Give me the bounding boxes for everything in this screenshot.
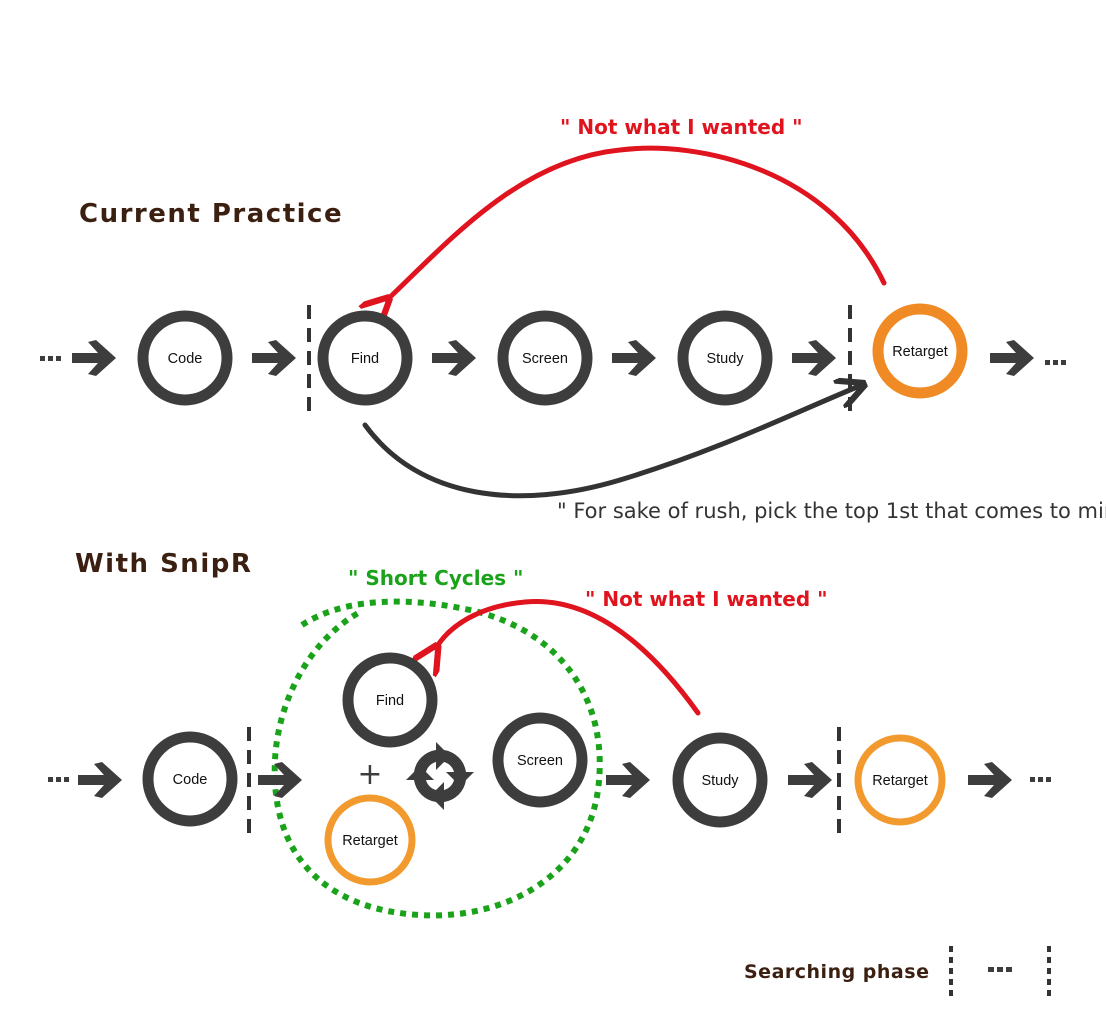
node-study-top: Study: [677, 310, 773, 406]
legend-label: Searching phase: [744, 961, 929, 983]
node-study-top-label: Study: [706, 351, 744, 367]
node-retarget-bottom: Retarget: [854, 734, 946, 826]
arrow-after-retarget-top: [990, 340, 1034, 376]
arrow-after-retarget-bottom: [968, 762, 1012, 798]
node-code-top-label: Code: [168, 351, 203, 367]
arrow-to-study-top: [612, 340, 656, 376]
cycle-icon: [406, 742, 474, 810]
node-code-bottom: Code: [142, 731, 238, 827]
node-find-bottom-label: Find: [376, 693, 404, 709]
node-retarget-top-label: Retarget: [892, 344, 948, 360]
node-retarget-top: Retarget: [872, 303, 968, 399]
leading-dots-bottom: [48, 777, 69, 782]
node-screen-top-label: Screen: [522, 351, 568, 367]
trailing-dots-top: [1045, 360, 1066, 365]
node-find-bottom: Find: [342, 652, 438, 748]
node-screen-bottom: Screen: [492, 712, 588, 808]
node-code-top: Code: [137, 310, 233, 406]
arrow-to-code-bottom: [78, 762, 122, 798]
node-study-bottom-label: Study: [701, 773, 739, 789]
arrow-to-find-top: [252, 340, 296, 376]
node-retarget-inner-label: Retarget: [342, 833, 398, 849]
arrow-to-code-top: [72, 340, 116, 376]
node-retarget-bottom-label: Retarget: [872, 773, 928, 789]
node-screen-bottom-label: Screen: [517, 753, 563, 769]
arrow-into-cycle-bottom: [258, 762, 302, 798]
rush-quote: " For sake of rush, pick the top 1st tha…: [557, 499, 1106, 523]
node-study-bottom: Study: [672, 732, 768, 828]
node-find-top-label: Find: [351, 351, 379, 367]
arrow-to-retarget-top: [792, 340, 836, 376]
trailing-dots-bottom: [1030, 777, 1051, 782]
plus-sign: +: [357, 757, 382, 792]
with-snipr-title: With SnipR: [75, 549, 252, 579]
rush-arrow: [362, 385, 862, 499]
feedback-arrow-bottom: [436, 599, 701, 716]
node-code-bottom-label: Code: [173, 772, 208, 788]
arrow-to-screen-top: [432, 340, 476, 376]
current-practice-title: Current Practice: [79, 199, 343, 229]
node-retarget-inner: Retarget: [324, 794, 416, 886]
arrow-to-study-bottom: [606, 762, 650, 798]
not-what-i-wanted-quote-bottom: " Not what I wanted ": [585, 587, 828, 611]
not-what-i-wanted-quote-top: " Not what I wanted ": [560, 115, 803, 139]
arrow-to-retarget-bottom: [788, 762, 832, 798]
feedback-arrow-top: [387, 145, 887, 300]
leading-dots-top: [40, 356, 61, 361]
legend-symbol: [949, 946, 1051, 996]
node-screen-top: Screen: [497, 310, 593, 406]
short-cycle-loop: [271, 598, 603, 919]
node-find-top: Find: [317, 310, 413, 406]
short-cycles-quote: " Short Cycles ": [348, 566, 523, 590]
